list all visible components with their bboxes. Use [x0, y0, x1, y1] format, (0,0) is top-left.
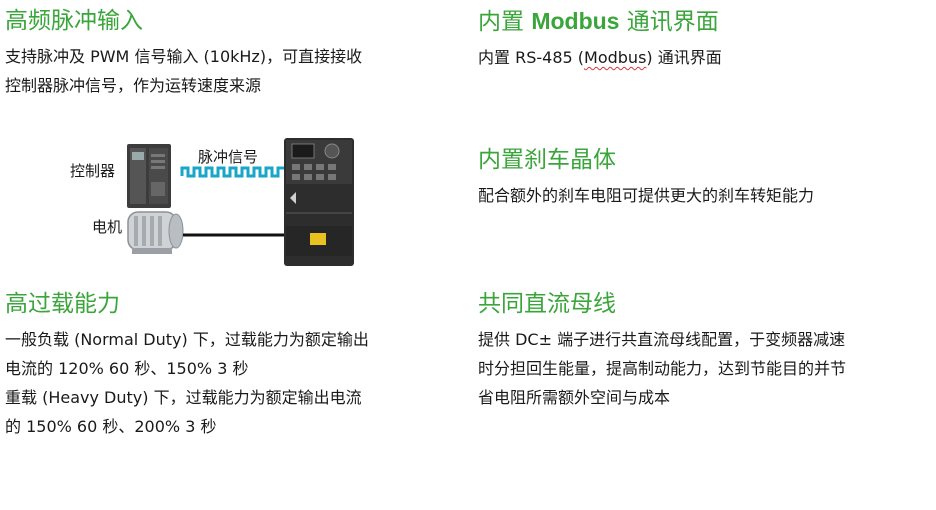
dcbus-title: 共同直流母线 — [478, 291, 616, 317]
modbus-title-suffix: 通讯界面 — [619, 9, 719, 35]
modbus-line-suffix: ) 通讯界面 — [646, 48, 722, 67]
wiring-diagram: 控制器 脉冲信号 电机 — [70, 130, 370, 270]
section-brake: 内置刹车晶体 配合额外的刹车电阻可提供更大的刹车转矩能力 — [478, 145, 928, 210]
pulse-line-2: 控制器脉冲信号，作为运转速度来源 — [5, 76, 262, 95]
overload-title: 高过载能力 — [5, 291, 120, 317]
controller-label: 控制器 — [70, 162, 116, 180]
diagram-graphics — [127, 138, 354, 266]
brake-line-1: 配合额外的刹车电阻可提供更大的刹车转矩能力 — [478, 186, 815, 205]
section-pulse-input: 高频脉冲输入 支持脉冲及 PWM 信号输入 (10kHz)，可直接接收 控制器脉… — [5, 6, 455, 100]
dcbus-line-1: 提供 DC± 端子进行共直流母线配置，于变频器减速 — [478, 330, 846, 349]
controller-image — [127, 144, 171, 208]
modbus-title: 内置 Modbus 通讯界面 — [478, 6, 928, 37]
pulse-wave-icon — [180, 166, 284, 178]
section-overload: 高过载能力 一般负载 (Normal Duty) 下，过载能力为额定输出 电流的… — [5, 289, 455, 441]
dcbus-line-2: 时分担回生能量，提高制动能力，达到节能目的并节 — [478, 359, 847, 378]
overload-description: 一般负载 (Normal Duty) 下，过载能力为额定输出 电流的 120% … — [5, 325, 455, 441]
overload-line-2: 电流的 120% 60 秒、150% 3 秒 — [5, 359, 249, 378]
overload-line-4: 的 150% 60 秒、200% 3 秒 — [5, 417, 217, 436]
dcbus-description: 提供 DC± 端子进行共直流母线配置，于变频器减速 时分担回生能量，提高制动能力… — [478, 325, 933, 412]
section-dc-bus: 共同直流母线 提供 DC± 端子进行共直流母线配置，于变频器减速 时分担回生能量… — [478, 289, 933, 412]
dcbus-line-3: 省电阻所需额外空间与成本 — [478, 388, 671, 407]
pulse-line-1: 支持脉冲及 PWM 信号输入 (10kHz)，可直接接收 — [5, 47, 363, 66]
modbus-description: 内置 RS-485 (Modbus) 通讯界面 — [478, 43, 928, 72]
motor-label: 电机 — [92, 218, 123, 236]
overload-line-1: 一般负载 (Normal Duty) 下，过载能力为额定输出 — [5, 330, 369, 349]
brake-description: 配合额外的刹车电阻可提供更大的刹车转矩能力 — [478, 181, 928, 210]
modbus-title-prefix: 内置 — [478, 9, 532, 35]
motor-image — [127, 211, 184, 254]
modbus-line-word: Modbus — [584, 48, 647, 67]
overload-line-3: 重载 (Heavy Duty) 下，过载能力为额定输出电流 — [5, 388, 362, 407]
section-modbus: 内置 Modbus 通讯界面 内置 RS-485 (Modbus) 通讯界面 — [478, 6, 928, 72]
inverter-drive-image — [284, 138, 354, 266]
modbus-line-prefix: 内置 RS-485 ( — [478, 48, 585, 67]
modbus-title-bold: Modbus — [531, 8, 620, 34]
pulse-description: 支持脉冲及 PWM 信号输入 (10kHz)，可直接接收 控制器脉冲信号，作为运… — [5, 42, 455, 100]
pulse-signal-label: 脉冲信号 — [198, 148, 259, 166]
brake-title: 内置刹车晶体 — [478, 147, 616, 173]
pulse-title: 高频脉冲输入 — [5, 8, 143, 34]
